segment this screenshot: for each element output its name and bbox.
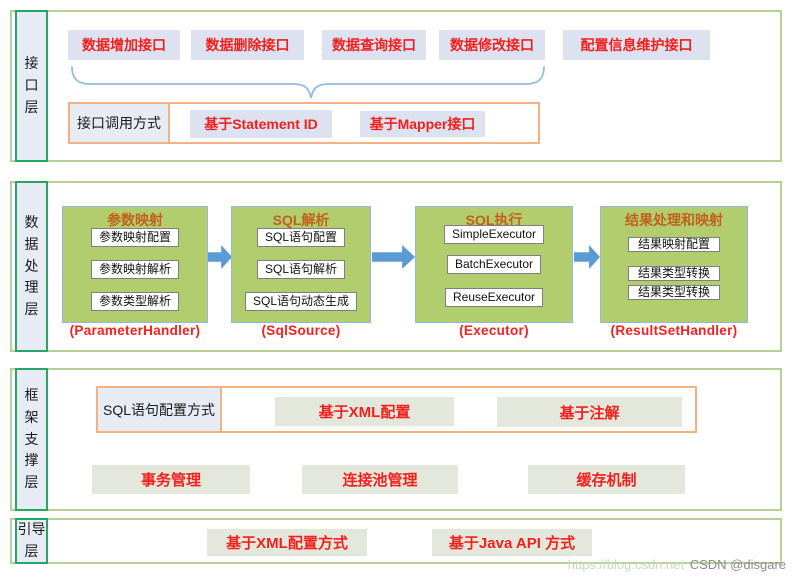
bootstrap-layer: 引导层 基于XML配置方式 基于Java API 方式 xyxy=(10,518,782,564)
sql-statement-parse: SQL语句解析 xyxy=(256,260,346,279)
interface-layer-label-text: 接口层 xyxy=(24,55,39,115)
watermark-credit: CSDN @disgare xyxy=(689,557,786,572)
watermark: https://blog.csdn.net CSDN @disgare xyxy=(568,557,786,572)
framework-support-layer: 框架支撑层 SQL语句配置方式 基于XML配置 基于注解 事务管理 连接池管理 … xyxy=(10,368,782,511)
flow-arrow-icon xyxy=(208,245,232,269)
module-executor: SQL执行 SimpleExecutor BatchExecutor Reuse… xyxy=(415,206,573,323)
interface-layer-label: 接口层 xyxy=(15,10,48,162)
call-method-statement-id: 基于Statement ID xyxy=(190,110,332,138)
watermark-url: https://blog.csdn.net xyxy=(567,557,685,572)
call-method-mapper-label: 基于Mapper接口 xyxy=(369,116,476,132)
handler-executor: (Executor) xyxy=(459,323,529,338)
data-processing-layer: 数据处理层 参数映射 参数映射配置 参数映射解析 参数类型解析 (Paramet… xyxy=(10,181,782,352)
config-annotation-node: 基于注解 xyxy=(497,397,682,427)
call-method-header-label: 接口调用方式 xyxy=(77,115,161,131)
api-node-config-maintain: 配置信息维护接口 xyxy=(563,30,710,60)
module-parameter-handler: 参数映射 参数映射配置 参数映射解析 参数类型解析 xyxy=(62,206,208,323)
simple-executor: SimpleExecutor xyxy=(443,225,545,244)
brace-icon xyxy=(71,66,545,99)
api-node-update-label: 数据修改接口 xyxy=(450,37,534,53)
param-mapping-parse: 参数映射解析 xyxy=(90,260,180,279)
handler-sqlsource: (SqlSource) xyxy=(261,323,341,338)
result-mapping-config: 结果映射配置 xyxy=(627,237,721,252)
feature-connection-pool: 连接池管理 xyxy=(302,465,458,494)
feature-cache-label: 缓存机制 xyxy=(576,472,637,489)
framework-support-layer-label-text: 框架支撑层 xyxy=(24,387,39,491)
api-node-update: 数据修改接口 xyxy=(439,30,545,60)
framework-support-layer-label: 框架支撑层 xyxy=(15,368,48,511)
boot-java-api-node: 基于Java API 方式 xyxy=(432,529,592,556)
handler-parameterhandler: (ParameterHandler) xyxy=(69,323,201,338)
module-parameter-handler-title: 参数映射 xyxy=(107,212,163,228)
sql-config-header-label: SQL语句配置方式 xyxy=(102,401,215,418)
sql-dynamic-generate: SQL语句动态生成 xyxy=(244,292,358,311)
boot-java-api-node-label: 基于Java API 方式 xyxy=(448,535,576,552)
interface-layer: 接口层 数据增加接口 数据删除接口 数据查询接口 数据修改接口 配置信息维护接口… xyxy=(10,10,782,162)
api-node-config-maintain-label: 配置信息维护接口 xyxy=(580,37,693,53)
data-processing-layer-label: 数据处理层 xyxy=(15,181,48,352)
module-resultset-handler-title: 结果处理和映射 xyxy=(625,212,723,228)
flow-arrow-icon xyxy=(372,245,415,269)
api-node-delete: 数据删除接口 xyxy=(191,30,304,60)
sql-config-header: SQL语句配置方式 xyxy=(96,386,222,433)
module-sqlsource: SQL解析 SQL语句配置 SQL语句解析 SQL语句动态生成 xyxy=(231,206,371,323)
api-node-delete-label: 数据删除接口 xyxy=(205,37,290,53)
flow-arrow-icon xyxy=(574,245,600,269)
config-annotation-node-label: 基于注解 xyxy=(559,404,620,422)
sql-config-box: SQL语句配置方式 基于XML配置 基于注解 xyxy=(96,386,697,433)
reuse-executor: ReuseExecutor xyxy=(444,288,544,307)
bootstrap-layer-label: 引导层 xyxy=(15,518,48,564)
api-node-query-label: 数据查询接口 xyxy=(332,37,416,53)
call-method-mapper: 基于Mapper接口 xyxy=(360,111,485,137)
bootstrap-layer-label-text: 引导层 xyxy=(17,521,46,559)
boot-xml-node: 基于XML配置方式 xyxy=(207,529,367,556)
param-type-parse: 参数类型解析 xyxy=(90,292,180,311)
batch-executor: BatchExecutor xyxy=(446,255,542,274)
module-sqlsource-title: SQL解析 xyxy=(272,212,330,228)
call-method-header: 接口调用方式 xyxy=(68,102,170,144)
handler-resultsethandler: (ResultSetHandler) xyxy=(610,323,738,338)
api-node-insert: 数据增加接口 xyxy=(68,30,180,60)
config-xml-node: 基于XML配置 xyxy=(275,397,454,426)
boot-xml-node-label: 基于XML配置方式 xyxy=(226,535,348,552)
call-method-box: 接口调用方式 基于Statement ID 基于Mapper接口 xyxy=(68,102,540,144)
module-resultset-handler: 结果处理和映射 结果映射配置 结果类型转换 结果类型转换 xyxy=(600,206,748,323)
config-xml-node-label: 基于XML配置 xyxy=(318,404,411,421)
feature-transaction-label: 事务管理 xyxy=(140,472,201,489)
api-node-query: 数据查询接口 xyxy=(322,30,426,60)
call-method-statement-id-label: 基于Statement ID xyxy=(204,116,318,132)
feature-cache: 缓存机制 xyxy=(528,465,685,494)
sql-statement-config: SQL语句配置 xyxy=(256,228,346,247)
param-mapping-config: 参数映射配置 xyxy=(90,228,180,247)
data-processing-layer-label-text: 数据处理层 xyxy=(24,214,39,318)
result-type-convert-1: 结果类型转换 xyxy=(627,266,721,281)
api-node-insert-label: 数据增加接口 xyxy=(82,37,166,53)
feature-connection-pool-label: 连接池管理 xyxy=(342,472,418,489)
feature-transaction: 事务管理 xyxy=(92,465,250,494)
result-type-convert-2: 结果类型转换 xyxy=(627,285,721,300)
module-executor-title: SQL执行 xyxy=(465,212,523,228)
